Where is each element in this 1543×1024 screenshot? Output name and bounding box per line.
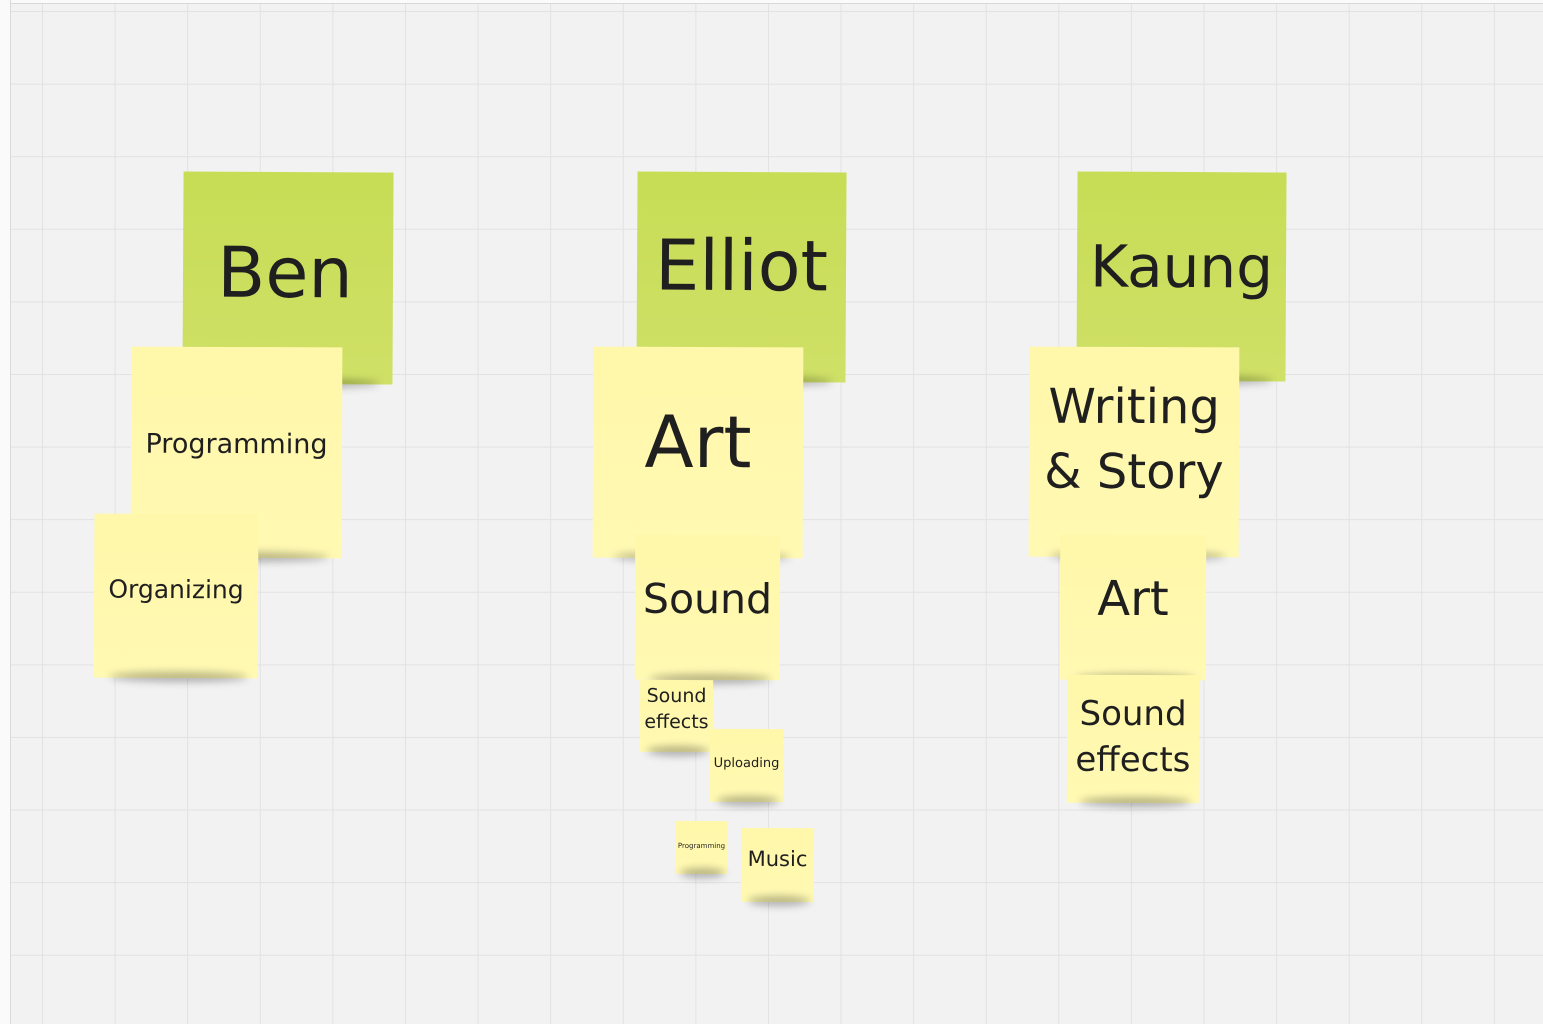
sticky-note-elliot-music[interactable]: Music xyxy=(740,827,815,903)
sticky-note-kaung-sound-effects[interactable]: Sound effects xyxy=(1066,674,1200,804)
sticky-note-text: Music xyxy=(747,847,808,872)
sticky-note-elliot-sound[interactable]: Sound xyxy=(634,534,781,681)
sticky-note-text: Art xyxy=(644,400,752,485)
sticky-note-elliot-programming[interactable]: Programming xyxy=(674,820,729,875)
sticky-note-text: Sound xyxy=(642,574,773,624)
sticky-note-text: Programming xyxy=(145,428,328,461)
sticky-note-text: Organizing xyxy=(108,574,244,605)
sticky-note-text: Uploading xyxy=(713,755,780,771)
sticky-note-text: Programming xyxy=(677,842,726,851)
sticky-note-ben-organizing[interactable]: Organizing xyxy=(93,513,259,679)
sticky-note-elliot-art[interactable]: Art xyxy=(592,346,804,559)
sticky-note-text: Art xyxy=(1097,570,1169,627)
sticky-note-elliot-uploading[interactable]: Uploading xyxy=(709,728,784,803)
sticky-note-kaung-writing-story[interactable]: Writing & Story xyxy=(1028,346,1240,558)
sticky-note-text: Ben xyxy=(217,231,353,315)
canvas-top-edge xyxy=(0,0,1543,4)
sticky-note-text: Elliot xyxy=(654,224,829,308)
sticky-note-elliot-sound-effects[interactable]: Sound effects xyxy=(639,679,714,753)
sticky-note-text: Kaung xyxy=(1089,232,1274,302)
sticky-note-kaung-art[interactable]: Art xyxy=(1059,534,1207,681)
canvas-left-edge xyxy=(0,0,11,1024)
sticky-note-text: Sound effects xyxy=(644,685,709,734)
sticky-note-text: Sound effects xyxy=(1075,693,1191,781)
sticky-note-text: Writing & Story xyxy=(1044,378,1224,501)
